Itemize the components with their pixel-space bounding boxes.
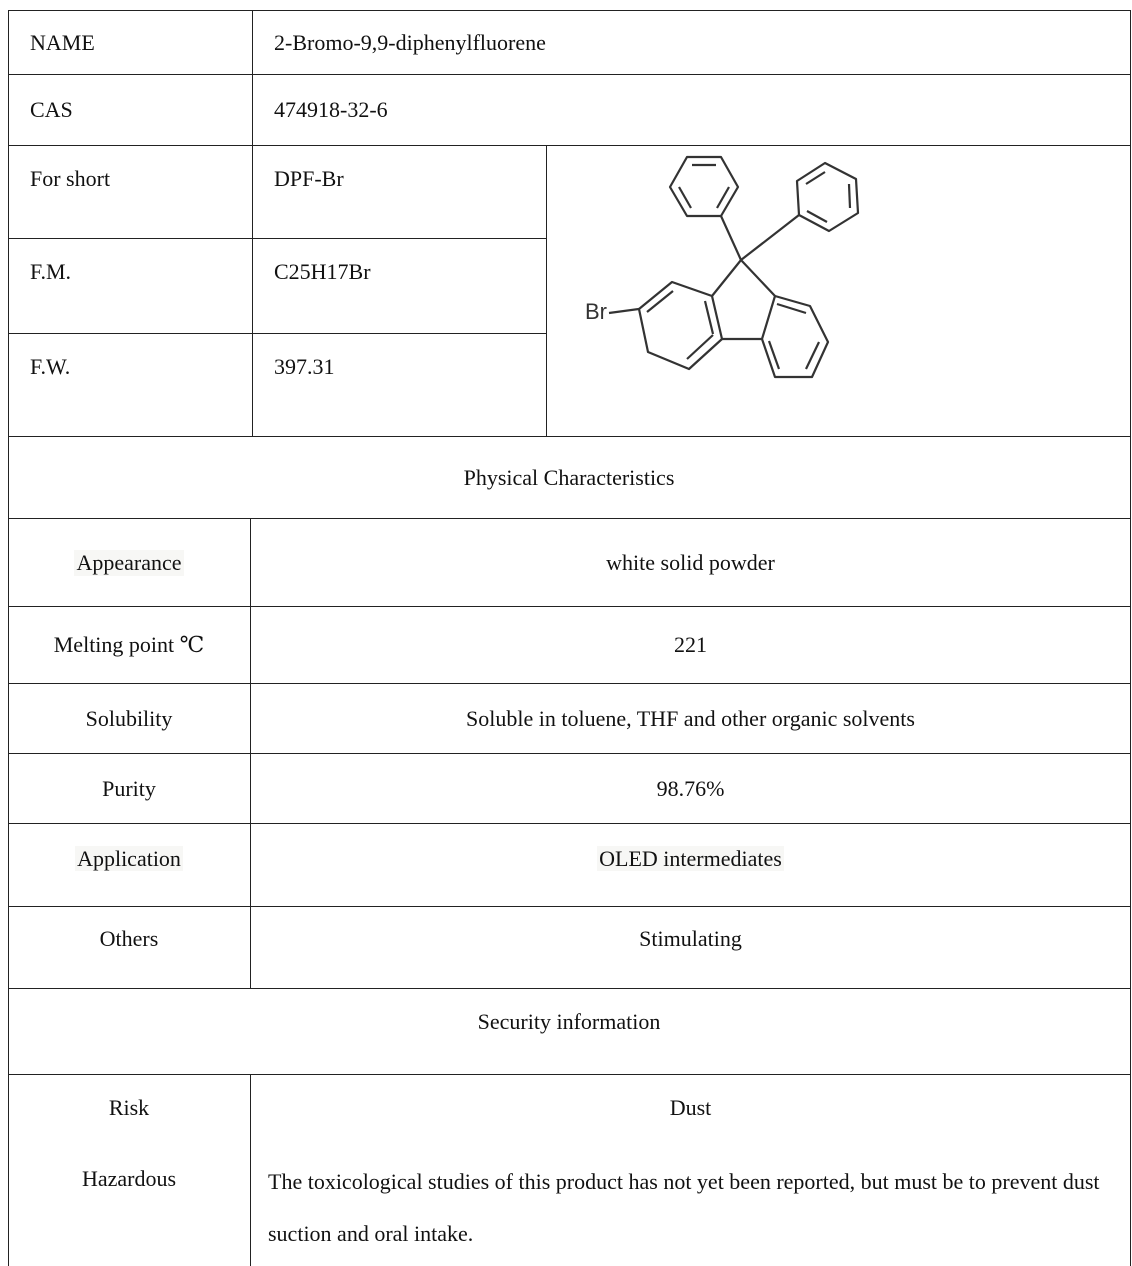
table-border	[8, 74, 1131, 75]
physical-heading: Physical Characteristics	[463, 464, 675, 490]
double-bond	[686, 334, 714, 360]
table-border	[8, 518, 1131, 519]
double-bond	[678, 186, 692, 209]
cas-label: CAS	[30, 97, 73, 122]
table-border	[8, 238, 546, 239]
double-bond	[776, 302, 807, 315]
hazardous-value: The toxicological studies of this produc…	[268, 1169, 1100, 1246]
short-value: DPF-Br	[274, 166, 344, 191]
table-border	[8, 823, 1131, 824]
double-bond	[806, 210, 828, 223]
others-value: Stimulating	[639, 926, 742, 951]
double-bond	[805, 171, 826, 185]
double-bond	[646, 290, 674, 313]
double-bond	[703, 300, 715, 335]
table-border	[250, 518, 251, 988]
table-border	[8, 333, 546, 334]
cas-value: 474918-32-6	[274, 97, 388, 122]
table-border	[8, 10, 9, 1266]
double-bond	[805, 341, 820, 370]
solubility-value: Soluble in toluene, THF and other organi…	[466, 705, 915, 731]
molecule-structure-image: Br	[585, 155, 860, 379]
melting-point-value: 221	[674, 632, 707, 657]
five-membered-ring	[711, 258, 776, 297]
application-label: Application	[75, 846, 183, 871]
double-bond	[847, 183, 852, 209]
table-border	[8, 1074, 1131, 1075]
bromine-bond	[608, 307, 640, 315]
fw-label: F.W.	[30, 354, 71, 379]
appearance-value: white solid powder	[606, 549, 775, 575]
table-border	[8, 683, 1131, 684]
purity-label: Purity	[102, 775, 156, 801]
single-bond	[719, 215, 743, 261]
risk-label: Risk	[108, 1095, 150, 1120]
fm-value: C25H17Br	[274, 259, 371, 284]
bromine-atom-label: Br	[585, 299, 607, 324]
fw-value: 397.31	[274, 354, 335, 379]
double-bond	[716, 186, 730, 209]
security-heading: Security information	[477, 1009, 661, 1034]
solubility-label: Solubility	[85, 705, 173, 731]
melting-point-label: Melting point ℃	[53, 632, 205, 657]
name-value: 2-Bromo-9,9-diphenylfluorene	[274, 30, 546, 55]
table-border	[252, 10, 253, 436]
benzo-ring-left	[637, 280, 724, 371]
table-border	[8, 145, 1131, 146]
fm-label: F.M.	[30, 259, 72, 284]
hazardous-label: Hazardous	[81, 1166, 177, 1191]
application-value: OLED intermediates	[597, 846, 784, 871]
appearance-label: Appearance	[74, 549, 184, 576]
name-label: NAME	[30, 30, 95, 55]
table-border	[8, 906, 1131, 907]
table-border	[546, 145, 547, 436]
table-border	[8, 753, 1131, 754]
table-border	[8, 988, 1131, 989]
table-border	[8, 606, 1131, 607]
short-label: For short	[30, 166, 111, 191]
double-bond	[767, 340, 781, 370]
table-border	[8, 10, 1131, 11]
table-border	[250, 1074, 251, 1266]
table-border	[8, 436, 1131, 437]
risk-value: Dust	[669, 1095, 712, 1120]
table-border	[1130, 10, 1131, 1266]
benzo-ring-right	[760, 294, 830, 379]
single-bond	[740, 214, 800, 261]
purity-value: 98.76%	[656, 775, 725, 801]
others-label: Others	[99, 926, 159, 951]
